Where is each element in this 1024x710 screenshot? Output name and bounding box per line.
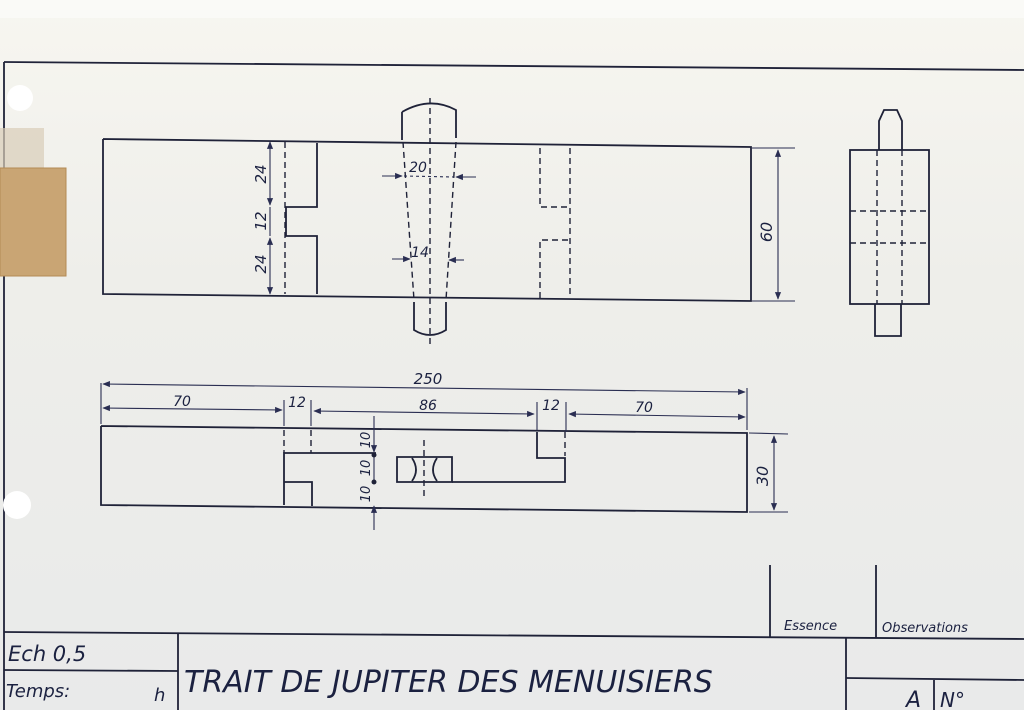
dim-line-86 [313, 408, 535, 417]
dim-point-lower [371, 479, 377, 485]
sheet-letter: A [904, 688, 921, 710]
observations-label: Observations [882, 621, 968, 636]
dim-v-mid: 10 [359, 460, 374, 477]
dim-middle-notch: 12 [252, 211, 270, 230]
dim-ext-30-top [748, 432, 789, 435]
title-block-right-split [845, 677, 1024, 681]
dim-left-tenon: 12 [288, 395, 306, 411]
dim-line-70-right [568, 411, 746, 420]
side-view-wedge-bottom [874, 304, 902, 337]
dim-v-bottom: 10 [359, 486, 374, 503]
side-view-outline [849, 149, 930, 305]
dim-overall-length: 250 [414, 370, 443, 388]
paper-top-edge [0, 0, 1024, 18]
wedge-key-ends [401, 102, 457, 336]
dim-v-top: 10 [359, 432, 374, 449]
dim-left-length: 70 [173, 394, 191, 410]
front-view-outline [100, 425, 748, 513]
dim-wedge-top-width: 20 [409, 160, 427, 176]
dim-line-20 [403, 175, 455, 178]
dim-center-length: 86 [419, 398, 437, 414]
dim-line-250 [102, 381, 746, 395]
adhesive-tape [0, 128, 67, 277]
frame-top-line [3, 61, 1024, 71]
front-view: 250 70 12 86 12 70 10 10 10 30 [100, 370, 789, 530]
dim-wedge-bottom-width: 14 [411, 245, 429, 261]
dim-front-height: 30 [753, 466, 772, 486]
drawing-title: TRAIT DE JUPITER DES MENUISIERS [184, 665, 713, 700]
dim-lower-notch: 24 [252, 254, 270, 273]
dim-point-upper [371, 452, 377, 458]
dim-right-length: 70 [635, 400, 653, 416]
number-label: N° [940, 688, 965, 710]
title-block-split-line [3, 669, 179, 672]
top-view-outline [102, 138, 752, 302]
side-view-wedge-top [878, 109, 903, 150]
wedge-right-edge [445, 141, 457, 301]
dim-top-height: 60 [757, 222, 776, 242]
front-right-tenon [452, 432, 566, 483]
top-right-notch-lower [539, 239, 570, 298]
dim-line-70-left [102, 404, 283, 414]
title-block-top-line [3, 631, 1024, 640]
top-right-notch-upper [539, 148, 570, 208]
side-view [849, 109, 930, 337]
scale-label: Ech 0,5 [8, 642, 86, 666]
punch-hole-top [7, 85, 33, 111]
top-left-notch [285, 143, 318, 294]
essence-label: Essence [784, 619, 837, 634]
title-block: Ech 0,5 Temps: h TRAIT DE JUPITER DES ME… [3, 565, 1024, 710]
front-wedge-curves [411, 457, 438, 482]
dim-right-tenon: 12 [542, 398, 560, 414]
top-view: 24 12 24 20 14 60 [102, 98, 795, 346]
time-unit: h [154, 685, 165, 706]
punch-hole-bottom [3, 491, 31, 519]
front-left-step [284, 481, 313, 506]
time-label: Temps: [6, 681, 70, 702]
wedge-left-edge [402, 141, 415, 301]
front-wedge-slot [396, 456, 453, 483]
dim-upper-notch: 24 [252, 164, 270, 183]
